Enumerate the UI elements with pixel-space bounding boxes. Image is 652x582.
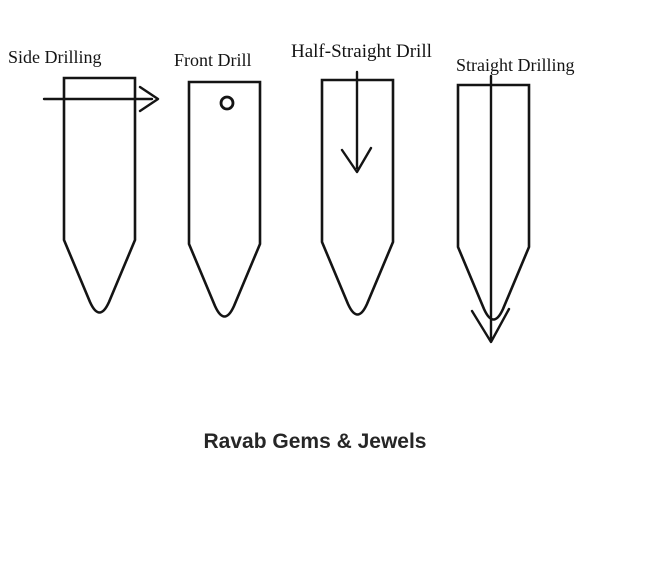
label-side-drilling: Side Drilling <box>8 47 102 67</box>
straight-drill-arrow-icon <box>470 74 511 344</box>
front-drill-hole-icon <box>219 95 235 111</box>
side-drill-arrow-icon <box>42 85 160 113</box>
brand-title: Ravab Gems & Jewels <box>203 430 427 453</box>
gem-outline-straight-drilling <box>456 83 531 321</box>
gem-outline-side-drilling <box>62 76 137 314</box>
label-straight-drilling: Straight Drilling <box>456 55 575 75</box>
label-half-straight-drill: Half-Straight Drill <box>291 41 432 62</box>
label-front-drill: Front Drill <box>174 50 252 70</box>
gem-outline-half-straight-drill <box>320 78 395 316</box>
gem-outline-front-drill <box>187 80 262 318</box>
half-straight-drill-arrow-icon <box>340 70 373 174</box>
